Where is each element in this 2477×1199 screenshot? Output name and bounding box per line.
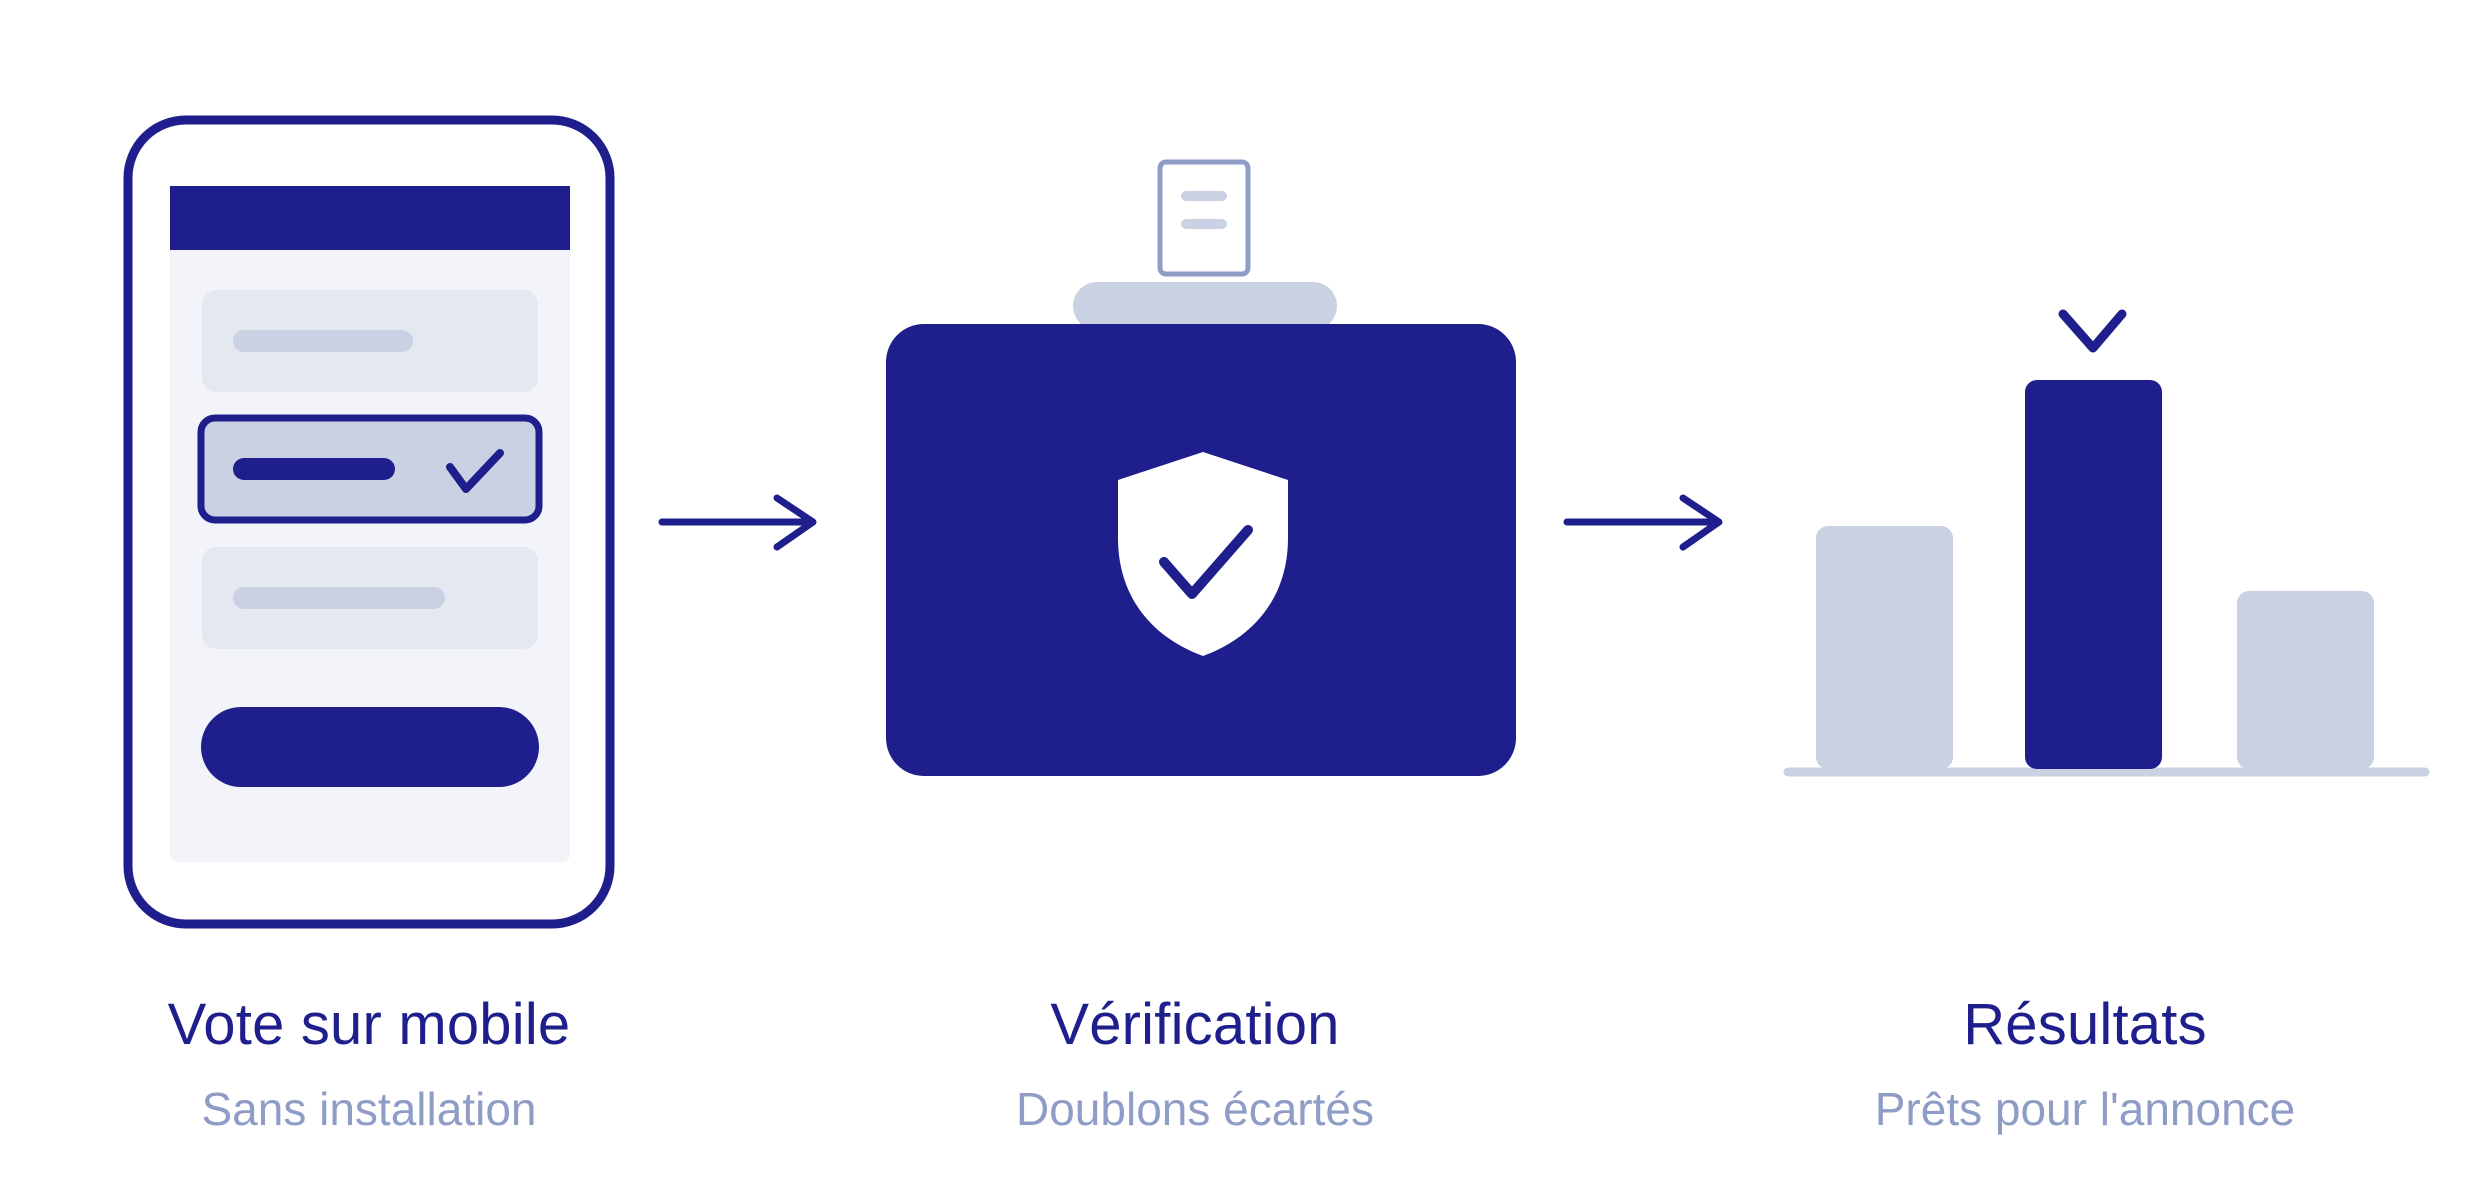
ballot-box-icon [886,159,1516,776]
ballot-paper-icon [1157,159,1251,277]
smartphone-icon [123,115,615,929]
phone-header-bar [170,186,570,250]
step-1-title: Vote sur mobile [167,992,571,1057]
submit-vote-button [201,707,539,787]
shield-icon [1118,452,1288,656]
step-2-subtitle: Doublons écartés [1016,1083,1374,1135]
step-3-subtitle: Prêts pour l'annonce [1874,1083,2296,1135]
shield-check-icon [1159,525,1253,599]
chart-bar-left [1816,526,1953,769]
ballot-slot [1073,282,1337,330]
step-2-title: Vérification [1050,992,1340,1057]
bar-chart-icon [1783,309,2430,777]
chart-bar-right [2237,591,2374,769]
arrow-right-icon [1563,494,1723,551]
winner-check-icon [2058,309,2127,353]
check-icon [446,449,504,493]
chart-bar-winner [2025,380,2162,769]
step-1-subtitle: Sans installation [201,1083,537,1135]
arrow-right-icon [658,494,817,551]
step-3-title: Résultats [1963,992,2207,1057]
